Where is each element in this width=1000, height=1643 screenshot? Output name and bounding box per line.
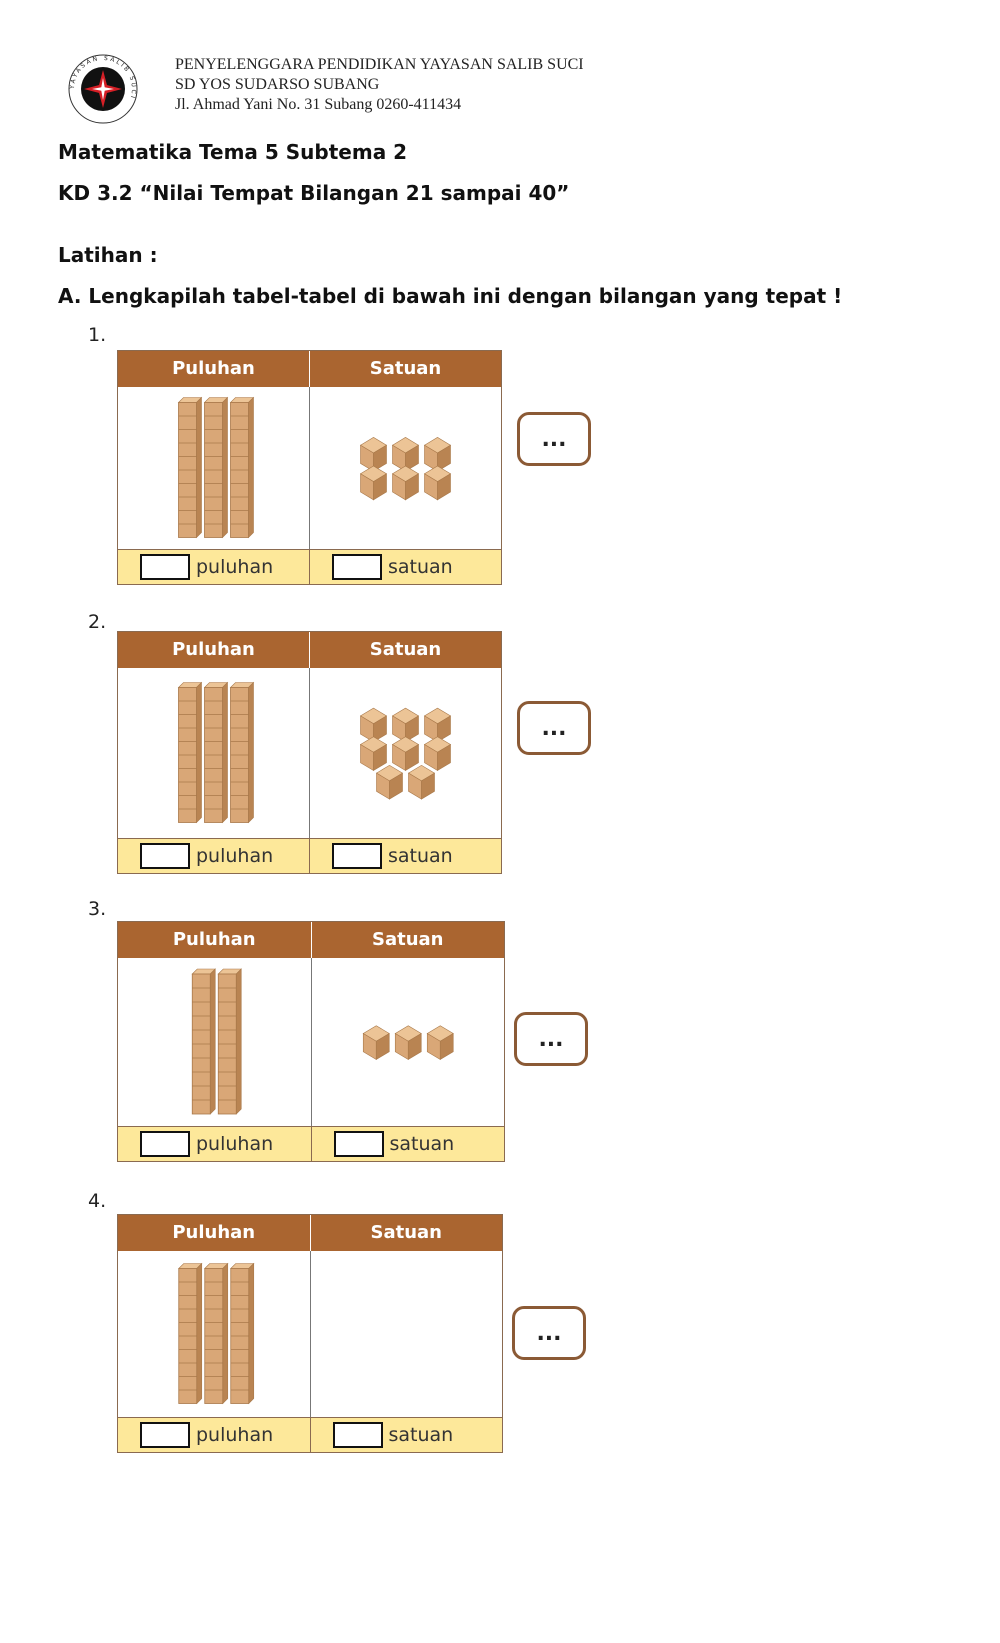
ones-cube [359,465,388,501]
ones-answer-box[interactable] [332,843,382,869]
tens-cell [118,958,311,1126]
header-foundation: PENYELENGGARA PENDIDIKAN YAYASAN SALIB S… [175,56,584,73]
tens-header: Puluhan [172,929,256,950]
ones-header: Satuan [309,632,501,668]
ones-cube [423,465,452,501]
ones-cell [309,668,501,838]
exercise-number: 4. [88,1190,107,1212]
tens-header: Puluhan [172,1222,256,1243]
ones-header: Satuan [310,922,505,958]
tens-unit-label: puluhan [196,1133,274,1155]
page-title: Matematika Tema 5 Subtema 2 [58,140,408,164]
ones-unit-label: satuan [388,1424,454,1446]
number-answer-box[interactable]: ... [514,1012,588,1066]
tens-blocks [177,396,255,539]
tens-blocks [177,681,255,824]
tens-header: Puluhan [172,639,255,660]
ones-cube [391,736,420,772]
tens-cell [118,387,309,549]
tens-blocks [191,968,242,1115]
tens-unit-label: puluhan [196,845,274,867]
ones-cube [423,736,452,772]
exercise-number: 1. [88,324,107,346]
tens-cell [118,668,309,838]
ones-cube [391,465,420,501]
ones-cube [426,1025,454,1061]
tens-cell [118,1251,310,1417]
section-label: Latihan : [58,243,158,267]
tens-header: Puluhan [172,358,255,379]
instruction: A. Lengkapilah tabel-tabel di bawah ini … [58,284,843,308]
number-answer-box[interactable]: ... [512,1306,586,1360]
exercise-table: Puluhan Satuan puluhan satuan [117,1214,503,1453]
ones-cell [309,387,501,549]
ones-cube [407,764,436,800]
exercise-number: 2. [88,611,107,633]
exercise-table: Puluhan Satuan puluhan satuan [117,350,502,585]
ones-unit-label: satuan [388,556,453,578]
tens-rod [191,968,216,1115]
tens-answer-box[interactable] [140,843,190,869]
exercise-table: Puluhan Satuan puluhan satuan [117,921,505,1162]
tens-rod [230,1262,255,1405]
tens-rod [177,396,203,539]
tens-rod [204,1262,229,1405]
kd-title: KD 3.2 “Nilai Tempat Bilangan 21 sampai … [58,181,570,205]
tens-unit-label: puluhan [196,556,274,578]
ones-blocks [359,707,452,800]
ones-cube [423,437,452,472]
number-answer-box[interactable]: ... [517,701,591,755]
tens-answer-box[interactable] [140,1422,190,1448]
ones-cube [394,1025,422,1061]
ones-blocks [362,1025,454,1061]
ones-cube [391,437,420,472]
tens-unit-label: puluhan [196,1424,274,1446]
ones-unit-label: satuan [388,845,453,867]
number-answer-box[interactable]: ... [517,412,591,466]
ones-answer-box[interactable] [332,1422,383,1448]
tens-rod [217,968,242,1115]
ones-cube [375,764,404,800]
tens-rod [229,396,255,539]
ones-cell [310,958,505,1126]
tens-rod [203,681,229,824]
tens-rod [178,1262,203,1405]
ones-answer-box[interactable] [332,554,382,580]
header-address: Jl. Ahmad Yani No. 31 Subang 0260-411434 [175,96,462,113]
ones-cube [362,1025,390,1061]
tens-rod [203,396,229,539]
school-logo: YAYASAN SALIB SUCI [68,54,138,124]
ones-cell [309,1251,503,1417]
ones-cube [391,707,420,743]
exercise-table: Puluhan Satuan puluhan satuan [117,631,502,874]
ones-header: Satuan [309,351,501,387]
tens-answer-box[interactable] [140,1131,190,1157]
ones-blocks [311,1251,503,1417]
ones-header: Satuan [309,1215,503,1251]
ones-cube [359,736,388,772]
tens-rod [177,681,203,824]
ones-answer-box[interactable] [333,1131,384,1157]
header-school: SD YOS SUDARSO SUBANG [175,76,380,93]
ones-blocks [359,437,452,501]
ones-cube [359,437,388,472]
ones-unit-label: satuan [389,1133,455,1155]
tens-rod [229,681,255,824]
tens-answer-box[interactable] [140,554,190,580]
ones-cube [423,707,452,743]
exercise-number: 3. [88,898,107,920]
tens-blocks [178,1262,255,1405]
